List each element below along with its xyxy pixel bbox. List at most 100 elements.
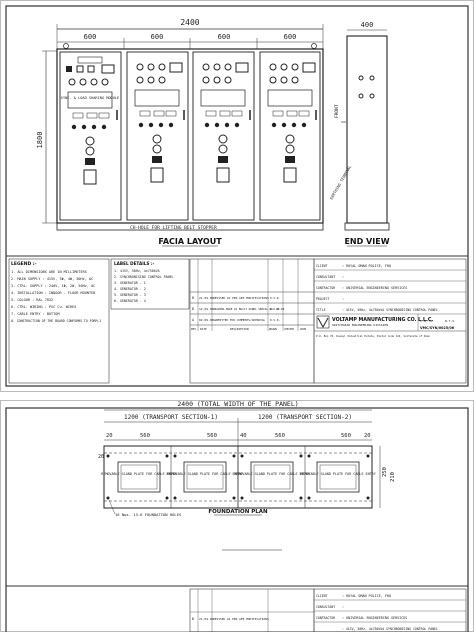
note-item: 2. MAIN SUPPLY : 415V, 3Φ, 4W, 50Hz, AC — [11, 277, 93, 281]
rev-header: DESCRIPTION — [230, 327, 249, 331]
label-details-title: LABEL DETAILS :- — [114, 261, 155, 266]
client-label: CLIENT — [316, 594, 328, 598]
revision-table: B 21.09.06 REVISED AS PER GEE MODIFICATI… — [189, 258, 315, 384]
contractor-value: : UNIVERSAL ENGINEERING SERVICES — [342, 616, 407, 620]
gland-plate-2: REMOVABLE GLAND PLATE FOR CABLE ENTRY — [167, 461, 243, 493]
overall-width-label: 2400 — [180, 18, 199, 27]
consultant-label: CONSULTANT — [316, 605, 335, 609]
transport-section-1-label: 1200 (TRANSPORT SECTION-1) — [124, 414, 218, 421]
section-width-3: 600 — [218, 33, 231, 41]
project-label: PROJECT — [316, 297, 330, 301]
note-item: 5. COLOUR : RAL 7032 — [11, 298, 53, 302]
section-dimension: 560 — [207, 433, 217, 439]
sheet-border — [0, 0, 474, 392]
revision-rev: B — [192, 617, 194, 621]
title-value: : 415V, 50Hz, 4x750kVA SYNCHRONISING CON… — [342, 627, 438, 631]
panel-section-1: SYNC. & LOAD SHARING MODULE — [59, 51, 122, 221]
gland-plate-label: REMOVABLE GLAND PLATE FOR CABLE ENTRY — [300, 472, 376, 476]
project-value: : — [342, 297, 344, 301]
note-item: 4. INSTALLATION : INDOOR - FLOOR MOUNTED — [11, 291, 95, 295]
section-width-1: 600 — [84, 33, 97, 41]
lifting-eye — [63, 43, 69, 49]
revision-description: SUBMITTED FOR COMMENTS/APPROVAL — [213, 318, 266, 322]
label-detail-item: 5. GENERATOR - 3 — [114, 293, 146, 297]
notes-block: LEGEND :- 1. ALL DIMENSIONS ARE IN MILLI… — [8, 258, 110, 384]
title-block: CLIENT : ROYAL OMAN POLICE, FHQ CONSULTA… — [313, 258, 467, 384]
client-value: : ROYAL OMAN POLICE, FHQ — [342, 594, 391, 598]
revision-date: 21.09.06 — [199, 296, 214, 300]
label-detail-item: 2. SYNCHRONISING CONTROL PANEL — [114, 275, 174, 279]
note-item: 1. ALL DIMENSIONS ARE IN MILLIMETERS — [11, 270, 87, 274]
revision-description: REVISED AS PER GEE MODIFICATIONS — [213, 296, 269, 300]
drawing-sheet-1: 2400 600 600 600 600 1800 SYNC. & LOAD S… — [0, 0, 474, 392]
facia-layout-title: FACIA LAYOUT — [158, 237, 222, 246]
scale-value: N.T.S. — [445, 319, 456, 323]
drawing-number: VMC/SYN/0025/06 — [420, 326, 455, 330]
overall-width-label: 2400 (TOTAL WIDTH OF THE PANEL) — [177, 400, 298, 408]
label-detail-item: 6. GENERATOR - 4 — [114, 299, 146, 303]
title-block-2 — [313, 588, 467, 632]
revision-description: REVISED AS PER GEE MODIFICATIONS — [213, 617, 269, 621]
gland-plate-label: REMOVABLE GLAND PLATE FOR CABLE ENTRY — [234, 472, 310, 476]
company-division: SWITCHGEAR ENGINEERING DIVISION — [332, 323, 388, 327]
revision-rev: A — [192, 318, 194, 322]
foundation-holes-note: 16 Nos. 13.6 FOUNDATION HOLES — [115, 512, 182, 517]
panel-section-2 — [126, 51, 189, 221]
hole-pitch-dimension: 210 — [390, 472, 396, 482]
company-name: VOLTAMP MANUFACTURING CO. L.L.C. — [332, 317, 433, 323]
legend-title: LEGEND :- — [11, 261, 37, 267]
note-item: 8. CONSTRUCTION OF THE BOARD CONFORMS TO… — [11, 319, 101, 323]
foundation-holes — [106, 454, 370, 500]
drawing-frame — [5, 5, 469, 387]
revision-date: 02.09.06 — [199, 318, 214, 322]
label-detail-item: 4. GENERATOR - 2 — [114, 287, 146, 291]
panel-base-channel — [56, 222, 324, 231]
revision-drawn: D.V.R. — [270, 318, 280, 322]
revision-date: 12.09.06 — [199, 307, 214, 311]
depth-dimension: 250 — [382, 467, 388, 477]
gland-plate-label: REMOVABLE GLAND PLATE FOR CABLE ENTRY — [167, 472, 243, 476]
title-value: : 415V, 50Hz, 4x750kVA SYNCHRONISING CON… — [342, 308, 438, 312]
note-item: 3. CTRL. SUPPLY : 240V, 1Φ, 2W, 50Hz, AC — [11, 284, 95, 288]
section-dimension: 560 — [275, 433, 285, 439]
sheet-number: 1 OF 11 — [420, 319, 433, 323]
edge-dimension: 20 — [98, 454, 104, 460]
company-address: P.O. Box 76, Rusayl Industrial Estate, P… — [316, 334, 430, 338]
section-width-2: 600 — [151, 33, 164, 41]
side-width-label: 400 — [361, 21, 374, 29]
rev-header: REV — [191, 327, 196, 331]
gland-plate-label: REMOVABLE GLAND PLATE FOR CABLE ENTRY — [101, 472, 177, 476]
note-item: 6. CTRL. WIRING : PVC Cu. WIRES — [11, 305, 76, 309]
revision-rev: B — [192, 296, 194, 300]
gland-plate-1: REMOVABLE GLAND PLATE FOR CABLE ENTRY — [101, 461, 177, 493]
section-dimension: 560 — [140, 433, 150, 439]
label-detail-item: 3. GENERATOR - 1 — [114, 281, 146, 285]
edge-dimension: 20 — [106, 433, 113, 439]
note-item: 7. CABLE ENTRY : BOTTOM — [11, 312, 59, 316]
gland-plate-4: REMOVABLE GLAND PLATE FOR CABLE ENTRY — [300, 461, 376, 493]
facia-layout-drawing: 2400 600 600 600 600 1800 SYNC. & LOAD S… — [0, 0, 474, 392]
contractor-label: CONTRACTOR — [316, 616, 335, 620]
drawing-frame — [5, 407, 469, 632]
sheet-border — [0, 400, 474, 632]
edge-dimension: 20 — [364, 433, 371, 439]
rev-header: CHECKED — [284, 328, 295, 331]
panel-section-4 — [259, 51, 321, 221]
consultant-value: : — [342, 275, 344, 279]
revision-description: DRAWING MADE AS BUILT PANEL SERIAL No. G… — [213, 307, 285, 311]
title-label: TITLE — [316, 308, 326, 312]
front-label: FRONT — [334, 104, 340, 118]
client-label: CLIENT — [316, 264, 328, 268]
revision-drawn: D.V.R. — [270, 307, 280, 311]
label-details-block: LABEL DETAILS :- 1. 415V, 50Hz, 4x750kVA… — [110, 258, 190, 310]
foundation-plan-drawing: 2400 (TOTAL WIDTH OF THE PANEL) 1200 (TR… — [0, 400, 474, 632]
rev-header: DATE — [200, 327, 207, 331]
consultant-label: CONSULTANT — [316, 275, 335, 279]
rev-header: APPD — [300, 327, 307, 331]
section-width-4: 600 — [284, 33, 297, 41]
gap-dimension: 40 — [240, 433, 247, 439]
revision-drawn: D.V.R. — [270, 296, 280, 300]
lifting-note: CH-HOLE FOR LIFTING BELT STOPPER — [130, 225, 217, 231]
section-dimension: 560 — [341, 433, 351, 439]
contractor-label: CONTRACTOR — [316, 286, 335, 290]
